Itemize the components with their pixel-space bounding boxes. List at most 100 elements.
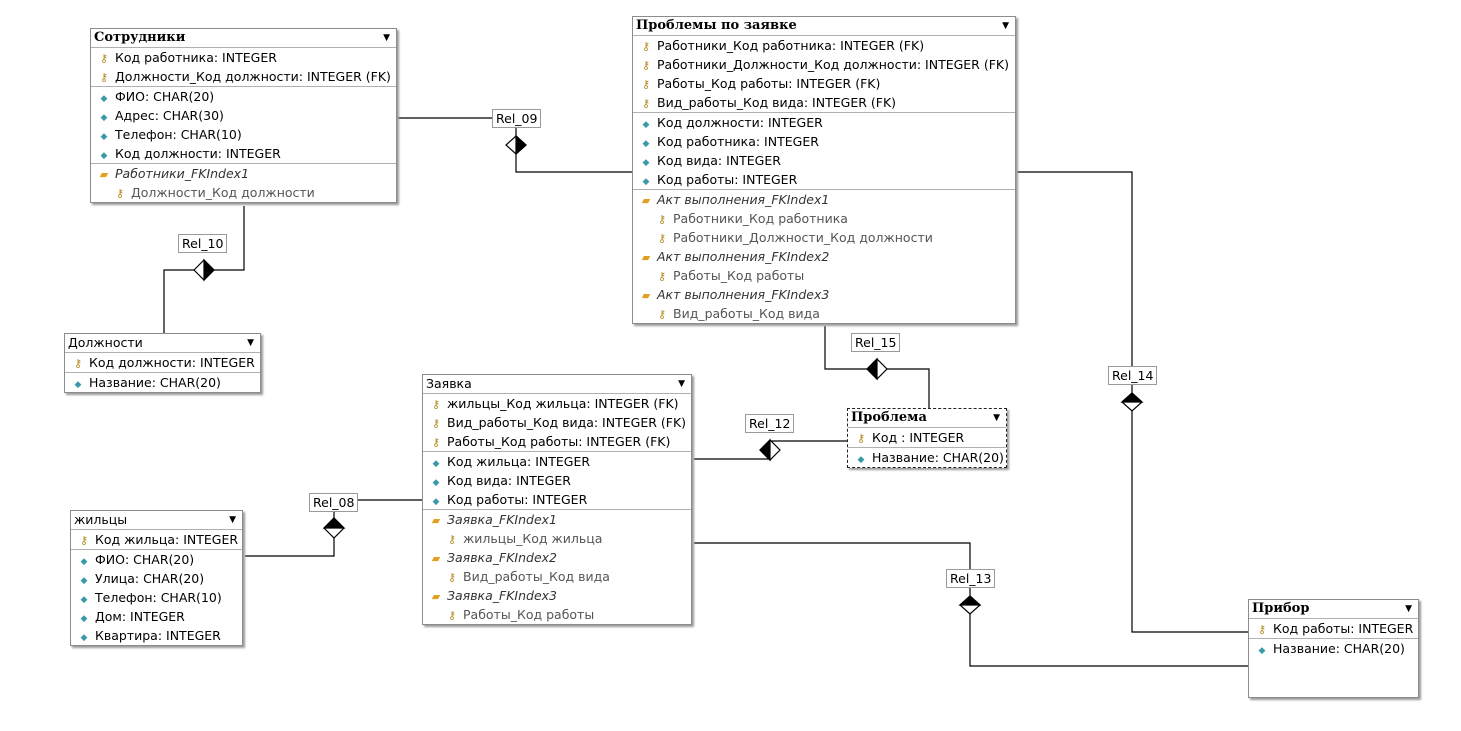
key-column-row[interactable]: ⚷Работы_Код работы: INTEGER (FK) bbox=[423, 432, 691, 451]
attribute-row[interactable]: ◆Телефон: CHAR(10) bbox=[71, 588, 242, 607]
index-row[interactable]: ▰Заявка_FKIndex1 bbox=[423, 510, 691, 529]
attribute-row[interactable]: ◆Код работника: INTEGER bbox=[633, 132, 1015, 151]
rel-label[interactable]: Rel_15 bbox=[851, 333, 901, 352]
index-column-row-text: Работники_Должности_Код должности bbox=[673, 230, 933, 245]
index-row-text: Акт выполнения_FKIndex1 bbox=[657, 192, 830, 207]
attribute-row[interactable]: ◆Код работы: INTEGER bbox=[633, 170, 1015, 189]
table-sotrudniki[interactable]: Сотрудники▼⚷Код работника: INTEGER⚷Должн… bbox=[90, 28, 397, 203]
chevron-down-icon[interactable]: ▼ bbox=[1002, 21, 1009, 31]
chevron-down-icon[interactable]: ▼ bbox=[1405, 604, 1412, 614]
attribute-row[interactable]: ◆ФИО: CHAR(20) bbox=[91, 87, 396, 106]
attribute-row[interactable]: ◆Код должности: INTEGER bbox=[633, 113, 1015, 132]
key-column-row[interactable]: ⚷Вид_работы_Код вида: INTEGER (FK) bbox=[633, 93, 1015, 112]
key-column-row[interactable]: ⚷Должности_Код должности: INTEGER (FK) bbox=[91, 67, 396, 86]
table-zayavka[interactable]: Заявка▼⚷жильцы_Код жильца: INTEGER (FK)⚷… bbox=[422, 374, 692, 625]
key-column-row[interactable]: ⚷Код : INTEGER bbox=[848, 428, 1006, 447]
table-title-text: Проблемы по заявке bbox=[636, 18, 797, 33]
index-folder-icon: ▰ bbox=[641, 251, 651, 264]
index-folder-icon: ▰ bbox=[431, 552, 441, 565]
index-row[interactable]: ▰Заявка_FKIndex3 bbox=[423, 586, 691, 605]
attribute-row[interactable]: ◆Код вида: INTEGER bbox=[423, 471, 691, 490]
key-column-row[interactable]: ⚷жильцы_Код жильца: INTEGER (FK) bbox=[423, 394, 691, 413]
attribute-row[interactable]: ◆Адрес: CHAR(30) bbox=[91, 106, 396, 125]
attribute-section: ◆Код должности: INTEGER◆Код работника: I… bbox=[633, 112, 1015, 189]
key-column-row[interactable]: ⚷Работы_Код работы: INTEGER (FK) bbox=[633, 74, 1015, 93]
key-column-row[interactable]: ⚷Код работника: INTEGER bbox=[91, 48, 396, 67]
table-title[interactable]: Сотрудники▼ bbox=[91, 29, 396, 48]
primary-key-section: ⚷Код : INTEGER bbox=[848, 428, 1006, 447]
index-column-row[interactable]: ⚷Работы_Код работы bbox=[423, 605, 691, 624]
chevron-down-icon[interactable]: ▼ bbox=[993, 413, 1000, 423]
key-column-row[interactable]: ⚷Код жильца: INTEGER bbox=[71, 530, 242, 549]
attribute-row[interactable]: ◆Код вида: INTEGER bbox=[633, 151, 1015, 170]
attribute-diamond-icon: ◆ bbox=[642, 177, 650, 187]
attribute-row[interactable]: ◆ Код жильца: INTEGER bbox=[423, 452, 691, 471]
rel-label[interactable]: Rel_09 bbox=[492, 109, 542, 128]
table-pribor[interactable]: Прибор▼⚷Код работы: INTEGER◆Название: CH… bbox=[1248, 599, 1419, 698]
index-column-row[interactable]: ⚷Работники_Код работника bbox=[633, 209, 1015, 228]
index-row[interactable]: ▰Работники_FKIndex1 bbox=[91, 164, 396, 183]
attribute-row[interactable]: ◆Название: CHAR(20) bbox=[848, 448, 1006, 467]
rel-label[interactable]: Rel_13 bbox=[946, 569, 996, 588]
chevron-down-icon[interactable]: ▼ bbox=[383, 33, 390, 43]
index-column-row[interactable]: ⚷Работы_Код работы bbox=[633, 266, 1015, 285]
attribute-row[interactable]: ◆Код должности: INTEGER bbox=[91, 144, 396, 163]
key-column-row[interactable]: ⚷Работники_Код работника: INTEGER (FK) bbox=[633, 36, 1015, 55]
table-dolzhnosti[interactable]: Должности▼⚷Код должности: INTEGER◆Назван… bbox=[64, 333, 261, 393]
index-column-row[interactable]: ⚷Работники_Должности_Код должности bbox=[633, 228, 1015, 247]
index-row[interactable]: ▰Заявка_FKIndex2 bbox=[423, 548, 691, 567]
attribute-section: ◆Название: CHAR(20) bbox=[1249, 638, 1418, 658]
table-title[interactable]: Должности▼ bbox=[65, 334, 260, 353]
rel-label[interactable]: Rel_14 bbox=[1108, 366, 1158, 385]
rel-label[interactable]: Rel_10 bbox=[178, 234, 228, 253]
key-column-row-text: жильцы_Код жильца: INTEGER (FK) bbox=[447, 396, 679, 411]
attribute-row[interactable]: ◆Название: CHAR(20) bbox=[1249, 639, 1418, 658]
index-column-row-text: Вид_работы_Код вида bbox=[463, 569, 610, 584]
index-column-row[interactable]: ⚷Вид_работы_Код вида bbox=[423, 567, 691, 586]
chevron-down-icon[interactable]: ▼ bbox=[678, 379, 685, 389]
key-column-row[interactable]: ⚷Работники_Должности_Код должности: INTE… bbox=[633, 55, 1015, 74]
index-row[interactable]: ▰Акт выполнения_FKIndex2 bbox=[633, 247, 1015, 266]
table-problemy-po-zayavke[interactable]: Проблемы по заявке ▼ ⚷Работники_Код работн… bbox=[632, 16, 1016, 324]
attribute-diamond-icon: ◆ bbox=[80, 595, 88, 605]
attribute-row-text: Адрес: CHAR(30) bbox=[115, 108, 224, 123]
key-icon: ⚷ bbox=[79, 534, 89, 547]
attribute-row[interactable]: ◆ФИО: CHAR(20) bbox=[71, 550, 242, 569]
index-column-row-text: Работы_Код работы bbox=[673, 268, 805, 283]
key-column-row[interactable]: ⚷Вид_работы_Код вида: INTEGER (FK) bbox=[423, 413, 691, 432]
table-title[interactable]: Прибор▼ bbox=[1249, 600, 1418, 619]
key-column-row[interactable]: ⚷Код работы: INTEGER bbox=[1249, 619, 1418, 638]
key-icon: ⚷ bbox=[447, 609, 457, 622]
index-column-row[interactable]: ⚷Должности_Код должности bbox=[91, 183, 396, 202]
attribute-row-text: Код жильца: INTEGER bbox=[447, 454, 591, 469]
attribute-row[interactable]: ◆Квартира: INTEGER bbox=[71, 626, 242, 645]
attribute-row[interactable]: ◆Код работы: INTEGER bbox=[423, 490, 691, 509]
table-title[interactable]: жильцы▼ bbox=[71, 511, 242, 530]
table-title[interactable]: Проблема▼ bbox=[848, 409, 1006, 428]
table-title[interactable]: Проблемы по заявке ▼ bbox=[633, 17, 1015, 36]
index-section: ▰Акт выполнения_FKIndex1⚷Работники_Код р… bbox=[633, 189, 1015, 323]
index-row[interactable]: ▰Акт выполнения_FKIndex1 bbox=[633, 190, 1015, 209]
index-row[interactable]: ▰Акт выполнения_FKIndex3 bbox=[633, 285, 1015, 304]
rel-label[interactable]: Rel_12 bbox=[745, 414, 795, 433]
attribute-row[interactable]: ◆Улица: CHAR(20) bbox=[71, 569, 242, 588]
rel-label[interactable]: Rel_08 bbox=[309, 493, 359, 512]
attribute-row[interactable]: ◆Телефон: CHAR(10) bbox=[91, 125, 396, 144]
chevron-down-icon[interactable]: ▼ bbox=[247, 338, 254, 348]
index-column-row[interactable]: ⚷жильцы_Код жильца bbox=[423, 529, 691, 548]
key-column-row[interactable]: ⚷Код должности: INTEGER bbox=[65, 353, 260, 372]
attribute-diamond-icon: ◆ bbox=[432, 459, 440, 469]
key-icon: ⚷ bbox=[431, 436, 441, 449]
attribute-diamond-icon: ◆ bbox=[100, 94, 108, 104]
table-title[interactable]: Заявка▼ bbox=[423, 375, 691, 394]
table-problema[interactable]: Проблема▼⚷Код : INTEGER◆Название: CHAR(2… bbox=[847, 408, 1007, 468]
table-zhiltsy[interactable]: жильцы▼⚷Код жильца: INTEGER◆ФИО: CHAR(20… bbox=[70, 510, 243, 646]
attribute-row-text: Улица: CHAR(20) bbox=[95, 571, 205, 586]
attribute-row[interactable]: ◆Название: CHAR(20) bbox=[65, 373, 260, 392]
key-icon: ⚷ bbox=[99, 71, 109, 84]
attribute-row[interactable]: ◆Дом: INTEGER bbox=[71, 607, 242, 626]
index-column-row[interactable]: ⚷Вид_работы_Код вида bbox=[633, 304, 1015, 323]
chevron-down-icon[interactable]: ▼ bbox=[229, 515, 236, 525]
key-icon: ⚷ bbox=[657, 213, 667, 226]
